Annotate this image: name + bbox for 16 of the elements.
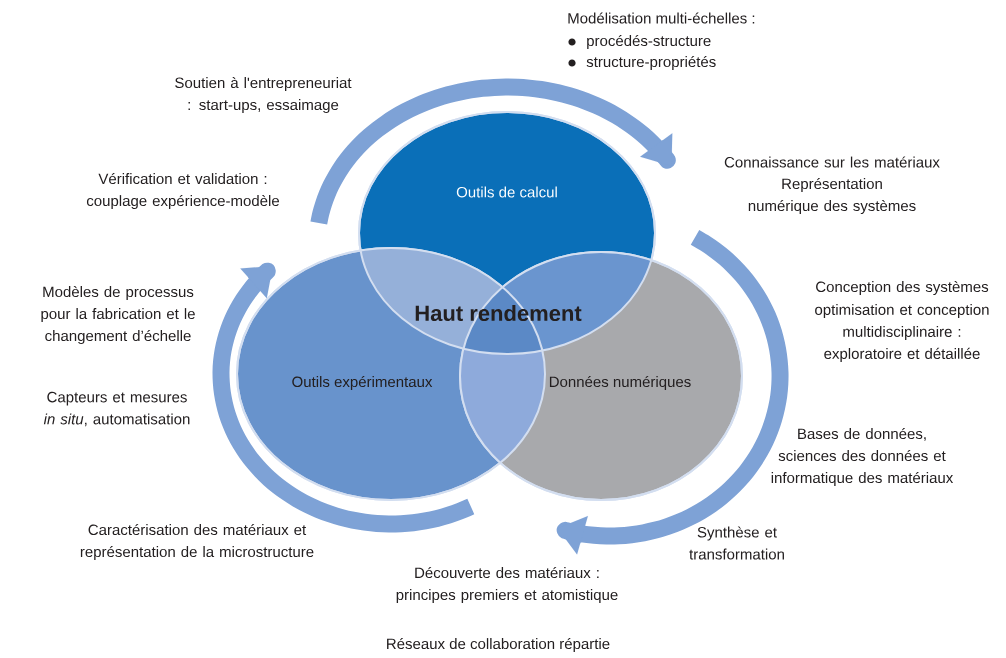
- text-label: Caractérisation des matériaux et représentation de la microstructure: [80, 523, 314, 561]
- text-label: Vérification et validation : couplage expérience-modèle: [86, 172, 279, 210]
- text-label: Capteurs et mesures in situ, automatisation: [43, 391, 190, 427]
- text-label: Bases de données, sciences des données et informatique des matériaux: [771, 427, 954, 487]
- text-label: procédés-structure: [587, 34, 711, 50]
- text-label: Synthèse et transformation: [689, 526, 784, 560]
- text-label: Soutien à l'entrepreneuriat : start-ups, essaimage: [175, 76, 352, 114]
- text-label: Réseaux de collaboration répartie: [387, 637, 610, 653]
- text-label: optimisation et conception multidisciplinaire : exploratoire et détaillée: [815, 304, 989, 362]
- text-label: Modélisation multi-échelles :: [568, 12, 755, 24]
- text-label: Connaissance sur les matériaux: [724, 156, 940, 168]
- text-label: Découverte des matériaux : principes premiers et atomistique: [396, 566, 618, 604]
- text-label: Conception des systèmes: [816, 280, 989, 296]
- text-label: structure-propriétés: [586, 55, 716, 71]
- text-label: Représentation numérique des systèmes: [748, 177, 916, 215]
- text-label: Modèles de processus pour la fabrication et le changement d’échelle: [41, 285, 195, 345]
